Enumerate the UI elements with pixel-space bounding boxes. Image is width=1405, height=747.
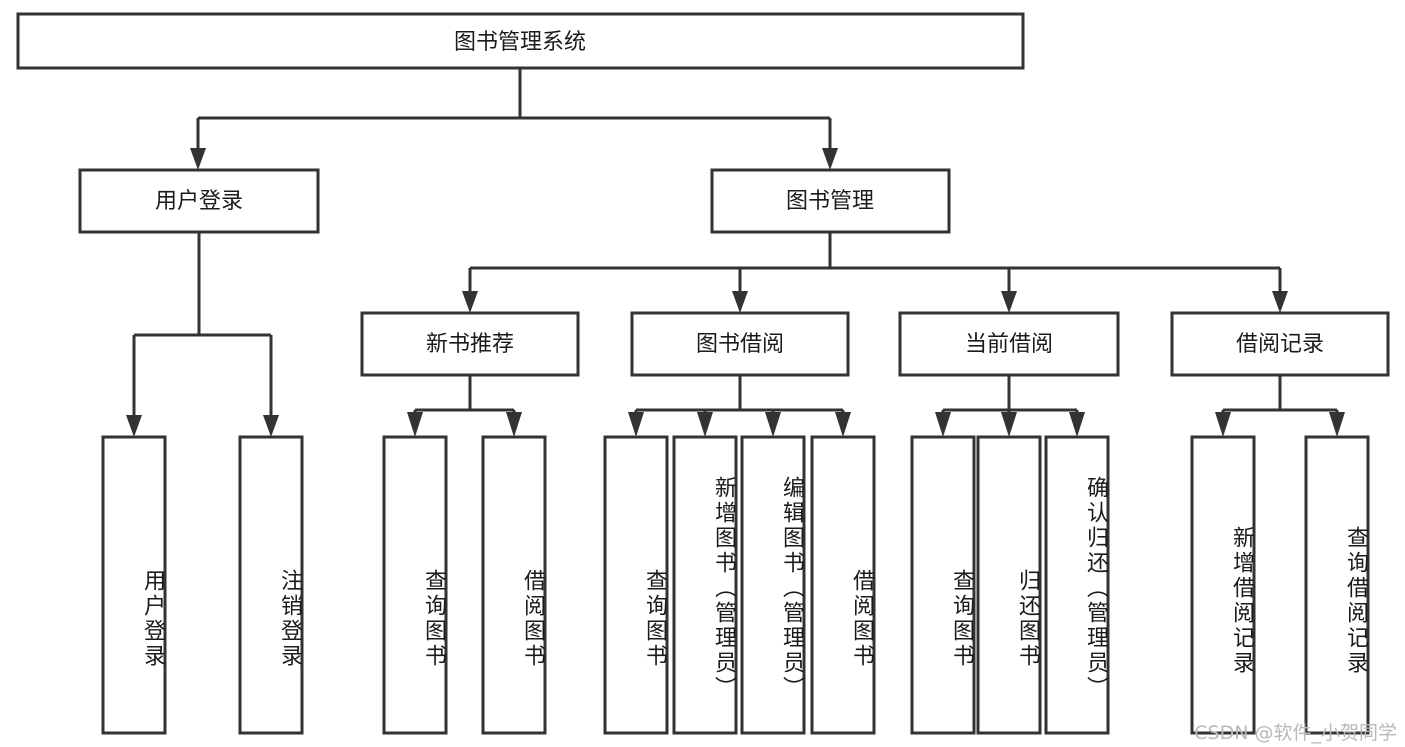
node-book-borrow-label: 图书借阅	[696, 332, 784, 357]
node-current-borrow-label: 当前借阅	[965, 332, 1053, 357]
node-new-book-recommend[interactable]	[360, 311, 580, 377]
connector-userlogin-to-leaves	[126, 232, 279, 437]
node-book-manage-label: 图书管理	[786, 189, 874, 214]
node-leaf-borrow-book-1[interactable]	[481, 435, 547, 735]
node-leaf-query-book-1[interactable]	[382, 435, 448, 735]
node-leaf-add-record[interactable]	[1190, 435, 1256, 735]
node-root[interactable]	[16, 12, 1025, 70]
connector-newbook-to-leaves	[407, 375, 522, 437]
connector-borrowrecord-to-leaves	[1215, 375, 1345, 437]
node-leaf-return-book[interactable]	[976, 435, 1042, 735]
node-leaf-confirm-return-admin[interactable]	[1044, 435, 1110, 735]
connector-bookborrow-to-leaves	[628, 375, 851, 437]
node-book-manage[interactable]	[710, 168, 951, 234]
node-leaf-edit-book-admin[interactable]	[740, 435, 806, 735]
node-leaf-user-login[interactable]	[101, 435, 167, 735]
node-user-login[interactable]	[78, 168, 320, 234]
node-leaf-query-book-2[interactable]	[603, 435, 669, 735]
node-borrow-record[interactable]	[1170, 311, 1390, 377]
node-borrow-record-label: 借阅记录	[1236, 332, 1324, 357]
node-current-borrow[interactable]	[898, 311, 1120, 377]
connector-bookmanage-to-level3	[462, 232, 1288, 313]
node-leaf-query-book-3[interactable]	[910, 435, 976, 735]
node-leaf-add-book-admin[interactable]	[672, 435, 738, 735]
node-leaf-query-record[interactable]	[1304, 435, 1370, 735]
node-root-label: 图书管理系统	[454, 30, 586, 55]
node-new-book-recommend-label: 新书推荐	[426, 332, 514, 357]
node-user-login-label: 用户登录	[155, 189, 243, 214]
node-book-borrow[interactable]	[630, 311, 850, 377]
csdn-watermark: CSDN @软件_小贺同学	[1194, 722, 1397, 744]
node-leaf-logout[interactable]	[238, 435, 304, 735]
node-leaf-borrow-book-2[interactable]	[810, 435, 876, 735]
connector-currentborrow-to-leaves	[935, 375, 1085, 437]
connector-root-to-level2	[190, 68, 838, 170]
